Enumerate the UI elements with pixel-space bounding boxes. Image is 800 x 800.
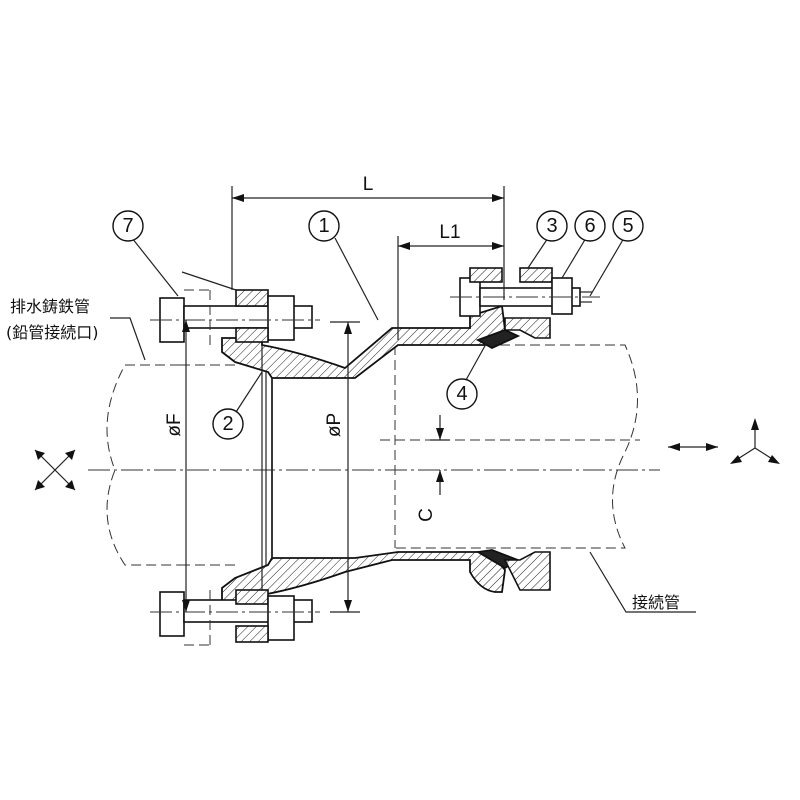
bolt-left-top bbox=[150, 289, 320, 345]
gland-flange bbox=[503, 317, 551, 591]
drain-pipe-sublabel: (鉛管接続口) bbox=[6, 323, 99, 342]
dimension-phiF: øF bbox=[164, 320, 190, 612]
dimension-phiP: øP bbox=[324, 321, 360, 613]
dim-phiF-label: øF bbox=[164, 413, 185, 436]
callout-1: 1 bbox=[308, 210, 340, 242]
svg-text:5: 5 bbox=[622, 215, 633, 237]
cross-arrows-icon bbox=[34, 449, 76, 491]
svg-text:7: 7 bbox=[122, 215, 133, 237]
callout-3: 3 bbox=[536, 210, 568, 242]
dim-phiP-label: øP bbox=[324, 413, 345, 437]
dim-L-label: L bbox=[363, 174, 374, 195]
coupling-body bbox=[221, 304, 506, 603]
rubber-ring bbox=[475, 329, 521, 570]
axial-arrow-icon bbox=[668, 443, 718, 451]
drain-pipe-left bbox=[106, 364, 240, 566]
callout-6: 6 bbox=[574, 210, 606, 242]
callout-4: 4 bbox=[446, 378, 478, 410]
svg-text:4: 4 bbox=[456, 383, 467, 405]
drain-pipe-label: 排水鋳鉄管 bbox=[10, 297, 90, 316]
dimension-C: C bbox=[416, 415, 450, 522]
svg-text:3: 3 bbox=[546, 215, 557, 237]
bolt-right-top bbox=[450, 267, 600, 317]
callout-2: 2 bbox=[212, 408, 244, 440]
connection-pipe-label: 接続管 bbox=[632, 593, 680, 612]
connection-pipe-right bbox=[380, 344, 640, 549]
dimension-L: L bbox=[231, 174, 505, 300]
dimension-L1: L1 bbox=[397, 222, 504, 340]
dim-L1-label: L1 bbox=[439, 222, 460, 243]
dim-C-label: C bbox=[416, 508, 437, 522]
svg-text:2: 2 bbox=[222, 413, 233, 435]
leader-lines bbox=[110, 237, 696, 613]
svg-text:6: 6 bbox=[584, 215, 595, 237]
svg-text:1: 1 bbox=[318, 215, 329, 237]
callout-7: 7 bbox=[112, 210, 144, 242]
callout-5: 5 bbox=[612, 210, 644, 242]
tri-arrows-icon bbox=[730, 418, 780, 464]
bolt-left-bottom bbox=[150, 589, 320, 646]
